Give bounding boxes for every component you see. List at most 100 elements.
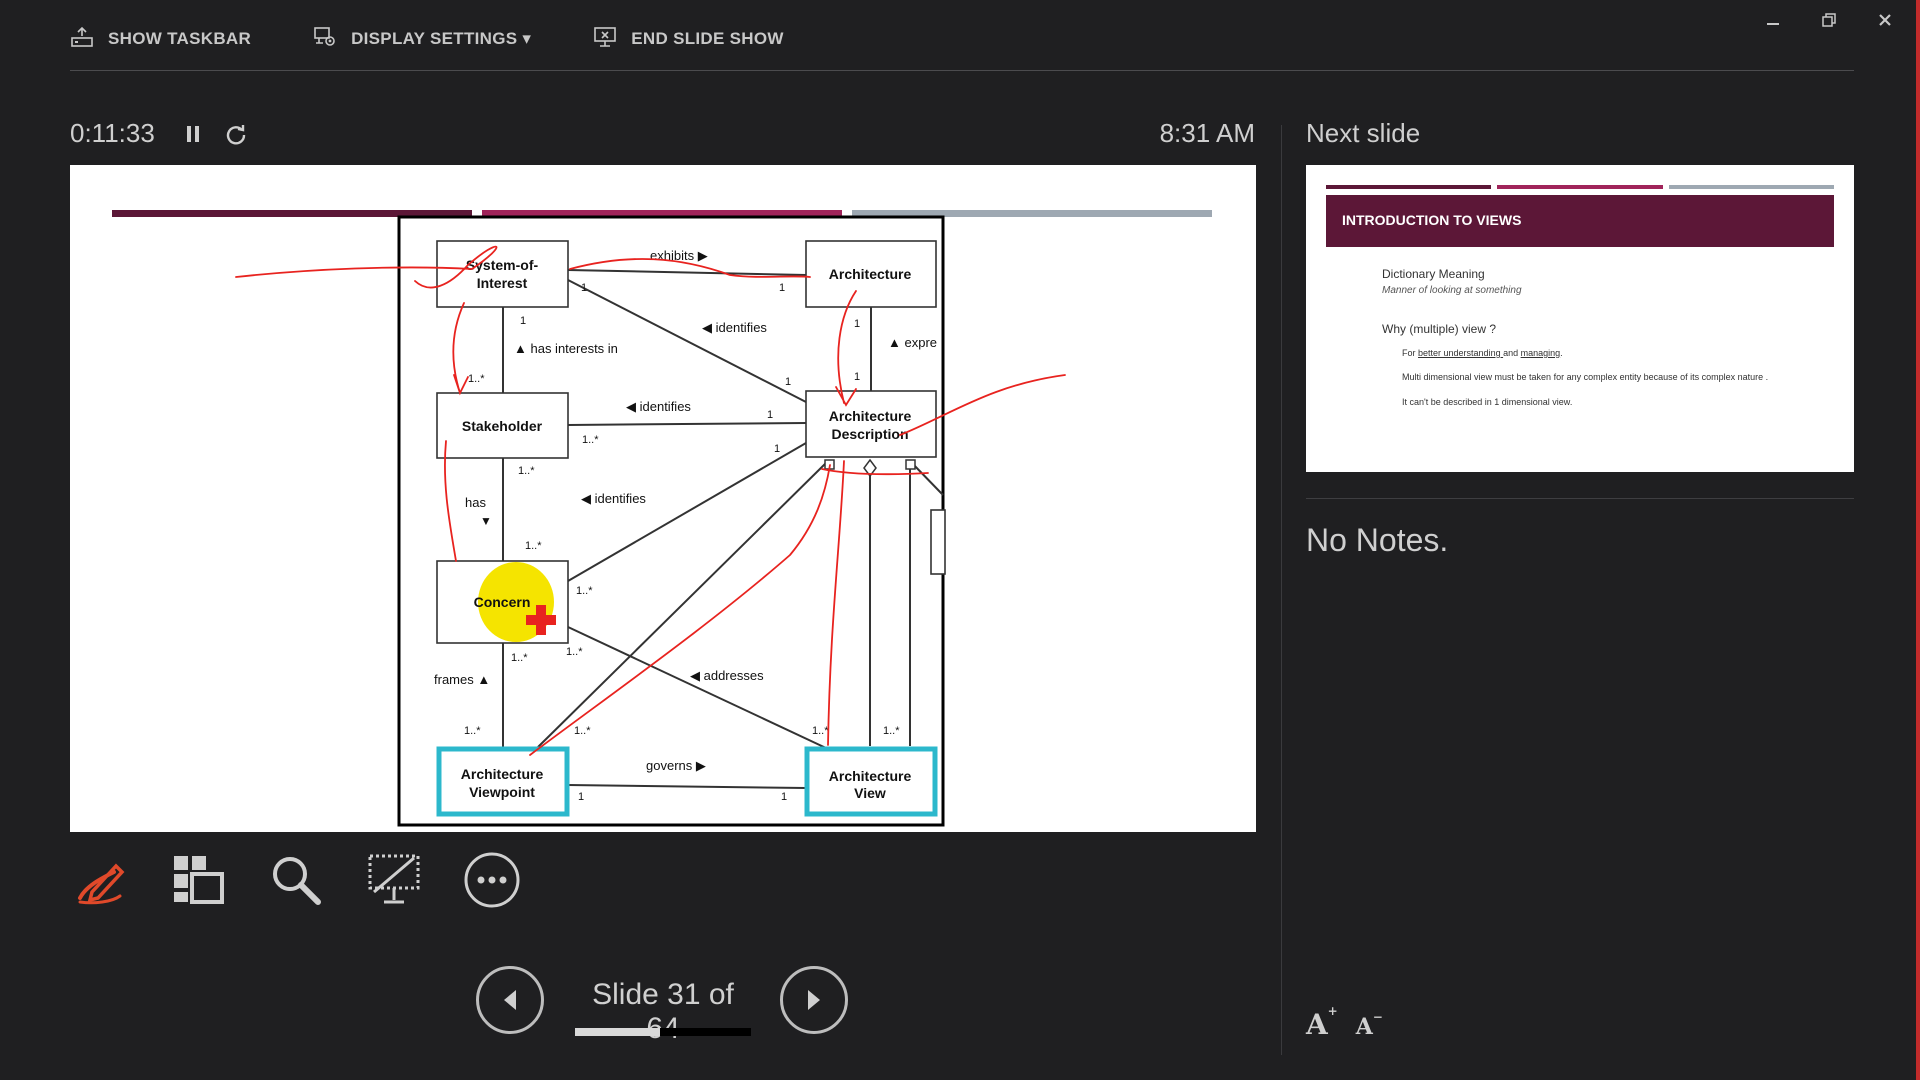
mult-label: 1..*: [883, 725, 900, 737]
current-slide[interactable]: System-of- Interest Architecture Stakeho…: [70, 165, 1256, 832]
previous-icon: [504, 990, 516, 1010]
next-slide-bar-3: [1668, 185, 1834, 189]
identifies-label-3: ◀ identifies: [581, 491, 646, 506]
has-arrow: ▼: [480, 514, 492, 528]
pause-timer-button[interactable]: [185, 124, 201, 144]
zoom-button[interactable]: [266, 850, 326, 910]
has-interests-in-label: ▲ has interests in: [514, 341, 618, 356]
window-controls: [1758, 8, 1900, 32]
see-all-slides-button[interactable]: [168, 850, 228, 910]
black-screen-button[interactable]: [364, 850, 424, 910]
close-icon: [1879, 14, 1891, 26]
mult-label: 1..*: [812, 725, 829, 737]
underlined-text: better understanding: [1418, 348, 1504, 358]
zoom-icon: [273, 857, 321, 905]
decrease-font-button[interactable]: A−: [1355, 1010, 1383, 1040]
increase-font-button[interactable]: A+: [1306, 1004, 1338, 1041]
expresses-label: ▲ expre: [888, 335, 937, 350]
mult-label: 1: [781, 791, 787, 803]
reset-timer-button[interactable]: [225, 123, 247, 145]
mult-label: 1..*: [468, 373, 485, 385]
panel-divider: [1281, 125, 1282, 1055]
window-edge: [1916, 0, 1920, 1080]
viewpoint-label-1: Architecture: [461, 766, 544, 782]
architecture-label: Architecture: [829, 266, 912, 282]
partial-box: [930, 509, 946, 575]
slides-grid-icon: [174, 856, 224, 904]
end-show-icon: [593, 26, 617, 53]
next-slide-line: Why (multiple) view ?: [1382, 322, 1497, 336]
slide-bar-3: [852, 210, 1212, 217]
mult-label: 1..*: [518, 465, 535, 477]
diagram-boxes: [436, 240, 937, 644]
frames-label: frames ▲: [434, 672, 490, 687]
close-button[interactable]: [1870, 8, 1900, 32]
arch-desc-label-1: Architecture: [829, 408, 912, 424]
more-options-button[interactable]: [462, 850, 522, 910]
mult-label: 1: [779, 282, 785, 294]
display-settings-label: DISPLAY SETTINGS ▾: [351, 29, 532, 48]
slide-bar-1: [112, 210, 472, 217]
slide-progress-bar: [575, 1028, 751, 1036]
current-time: 8:31 AM: [1159, 118, 1255, 148]
next-slide-bar-1: [1326, 185, 1492, 189]
mult-label: 1: [767, 409, 773, 421]
highlighted-boxes: [436, 746, 938, 817]
more-options-icon: [464, 852, 520, 908]
previous-slide-button[interactable]: [476, 966, 544, 1034]
next-slide-line: Manner of looking at something: [1382, 285, 1522, 296]
taskbar-icon: [70, 26, 94, 53]
mult-label: 1: [578, 791, 584, 803]
timer-row: 0:11:33: [70, 118, 247, 149]
next-icon: [808, 990, 820, 1010]
pen-tool-button[interactable]: [70, 850, 130, 910]
elapsed-timer: 0:11:33: [70, 118, 155, 148]
next-slide-heading: Next slide: [1306, 118, 1421, 148]
end-slide-show-label: END SLIDE SHOW: [631, 29, 784, 48]
notes-font-controls: A+ A−: [1306, 1004, 1383, 1041]
mult-label: 1: [854, 371, 860, 383]
end-slide-show-button[interactable]: END SLIDE SHOW: [593, 26, 784, 53]
view-label-2: View: [854, 785, 886, 801]
mult-label: 1: [785, 376, 791, 388]
mult-label: 1: [854, 318, 860, 330]
black-screen-icon: [368, 854, 420, 904]
next-slide-line: For better understanding and managing.: [1402, 346, 1812, 360]
stakeholder-label: Stakeholder: [462, 418, 543, 434]
display-settings-button[interactable]: DISPLAY SETTINGS ▾: [313, 26, 531, 53]
relation-labels: exhibits ▶ ◀ identifies ▲ expre ▲ has in…: [434, 248, 937, 773]
next-slide-thumbnail[interactable]: INTRODUCTION TO VIEWS Dictionary Meaning…: [1306, 165, 1854, 472]
next-slide-line: Multi dimensional view must be taken for…: [1402, 372, 1769, 383]
restart-icon: [226, 124, 246, 144]
restore-button[interactable]: [1814, 8, 1844, 32]
text-span: For: [1402, 348, 1419, 358]
mult-label: 1..*: [582, 434, 599, 446]
text-span: and: [1503, 348, 1521, 358]
has-label: has: [465, 495, 486, 510]
addresses-label: ◀ addresses: [690, 668, 764, 683]
mult-label: 1..*: [574, 725, 591, 737]
connector-lines: [502, 269, 944, 789]
mult-label: 1..*: [464, 725, 481, 737]
next-slide-line: It can't be described in 1 dimensional v…: [1402, 396, 1573, 407]
next-slide-button[interactable]: [780, 966, 848, 1034]
underlined-text: managing: [1520, 348, 1561, 358]
restore-icon: [1822, 13, 1836, 27]
speaker-notes: No Notes.: [1306, 522, 1449, 558]
next-slide-title: INTRODUCTION TO VIEWS: [1326, 195, 1834, 247]
cursor-cross-icon: [526, 605, 556, 635]
minimize-icon: [1767, 23, 1779, 25]
viewpoint-label-2: Viewpoint: [469, 784, 535, 800]
text-span: .: [1560, 348, 1563, 358]
minimize-button[interactable]: [1758, 8, 1788, 32]
show-taskbar-button[interactable]: SHOW TASKBAR: [70, 26, 251, 53]
mult-label: 1..*: [566, 646, 583, 658]
next-slide-bar-2: [1497, 185, 1663, 189]
next-slide-line: Dictionary Meaning: [1382, 267, 1485, 281]
presenter-tools: [70, 850, 522, 910]
mult-label: 1: [774, 443, 780, 455]
arch-desc-label-2: Description: [831, 426, 908, 442]
concern-label: Concern: [474, 594, 531, 610]
mult-label: 1: [581, 282, 587, 294]
system-of-interest-label-2: Interest: [477, 275, 528, 291]
